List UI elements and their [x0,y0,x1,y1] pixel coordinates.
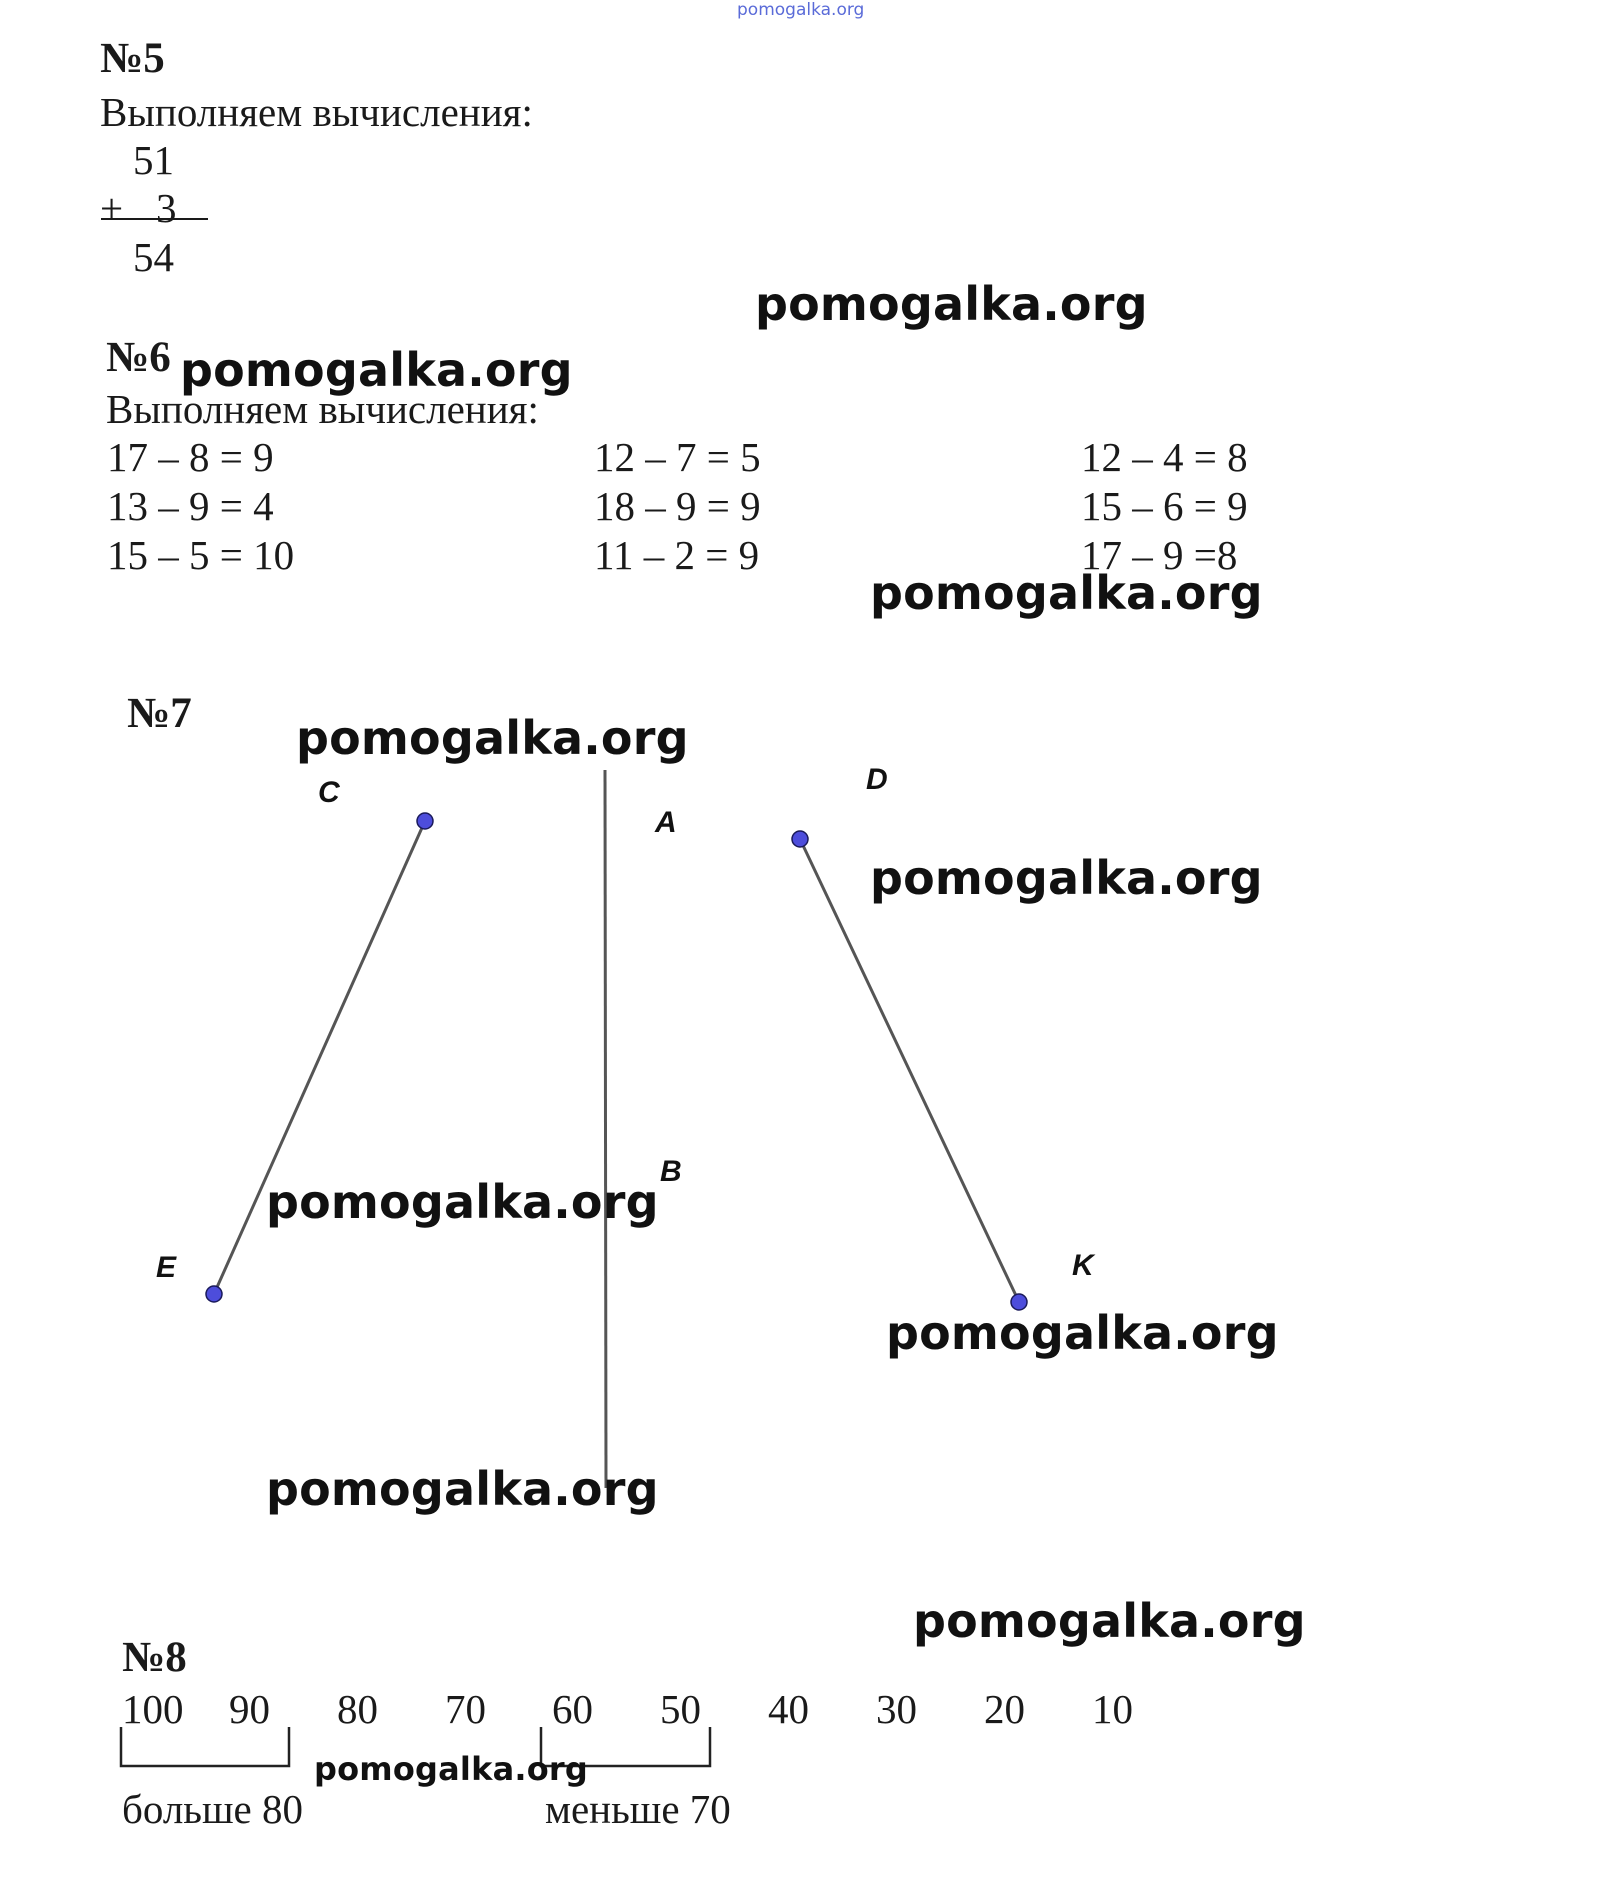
task8-number: 10 [1092,1686,1133,1732]
label-c: C [318,776,340,809]
watermark: pomogalka.org [266,1175,659,1229]
watermark: pomogalka.org [266,1462,659,1516]
task6-equation: 17 – 8 = 9 [107,434,274,480]
task6-equation: 18 – 9 = 9 [594,483,761,529]
watermark: pomogalka.org [870,566,1263,620]
label-a: A [655,806,677,839]
point-c [416,812,434,830]
task8-less-label: меньше 70 [545,1786,731,1832]
task6-equation: 12 – 7 = 5 [594,434,761,480]
watermark: pomogalka.org [913,1594,1306,1648]
task5-intro: Выполняем вычисления: [100,89,533,135]
task8-number: 50 [660,1686,701,1732]
watermark: pomogalka.org [755,277,1148,331]
watermark: pomogalka.org [870,851,1263,905]
watermark: pomogalka.org [314,1750,588,1788]
task8-number: 100 [122,1686,184,1732]
task5-sum-line [101,218,208,220]
task8-greater-label: больше 80 [122,1786,303,1832]
task8-number: 70 [445,1686,486,1732]
task6-equation: 11 – 2 = 9 [594,532,760,578]
task8-number: 80 [337,1686,378,1732]
task5-heading: №5 [100,35,165,82]
watermark: pomogalka.org [886,1306,1279,1360]
watermark: pomogalka.org [180,343,573,397]
task6-heading: №6 [106,334,171,381]
task5-top-number: 51 [133,137,174,183]
task6-equation: 17 – 9 =8 [1081,532,1238,578]
point-e [205,1285,223,1303]
bracket-greater [119,1727,291,1768]
task5-result: 54 [133,234,174,280]
bracket-less [539,1727,712,1768]
point-d [791,830,809,848]
point-k [1010,1293,1028,1311]
task8-number: 60 [552,1686,593,1732]
task6-equation: 13 – 9 = 4 [107,483,274,529]
segment-dk [798,838,1021,1303]
task6-equation: 12 – 4 = 8 [1081,434,1248,480]
task7-heading: №7 [127,690,192,737]
task6-equation: 15 – 6 = 9 [1081,483,1248,529]
segment-ce [212,820,427,1295]
task8-number: 40 [768,1686,809,1732]
task8-number: 90 [229,1686,270,1732]
task8-heading: №8 [122,1634,187,1681]
label-b: B [660,1155,682,1188]
label-d: D [866,763,888,796]
segment-ab [603,769,608,1489]
task8-number: 20 [984,1686,1025,1732]
top-watermark: pomogalka.org [737,0,865,20]
task6-intro: Выполняем вычисления: [106,386,539,432]
label-k: K [1072,1249,1094,1282]
task6-equation: 15 – 5 = 10 [107,532,295,578]
label-e: E [156,1251,177,1284]
task8-number: 30 [876,1686,917,1732]
watermark: pomogalka.org [296,711,689,765]
